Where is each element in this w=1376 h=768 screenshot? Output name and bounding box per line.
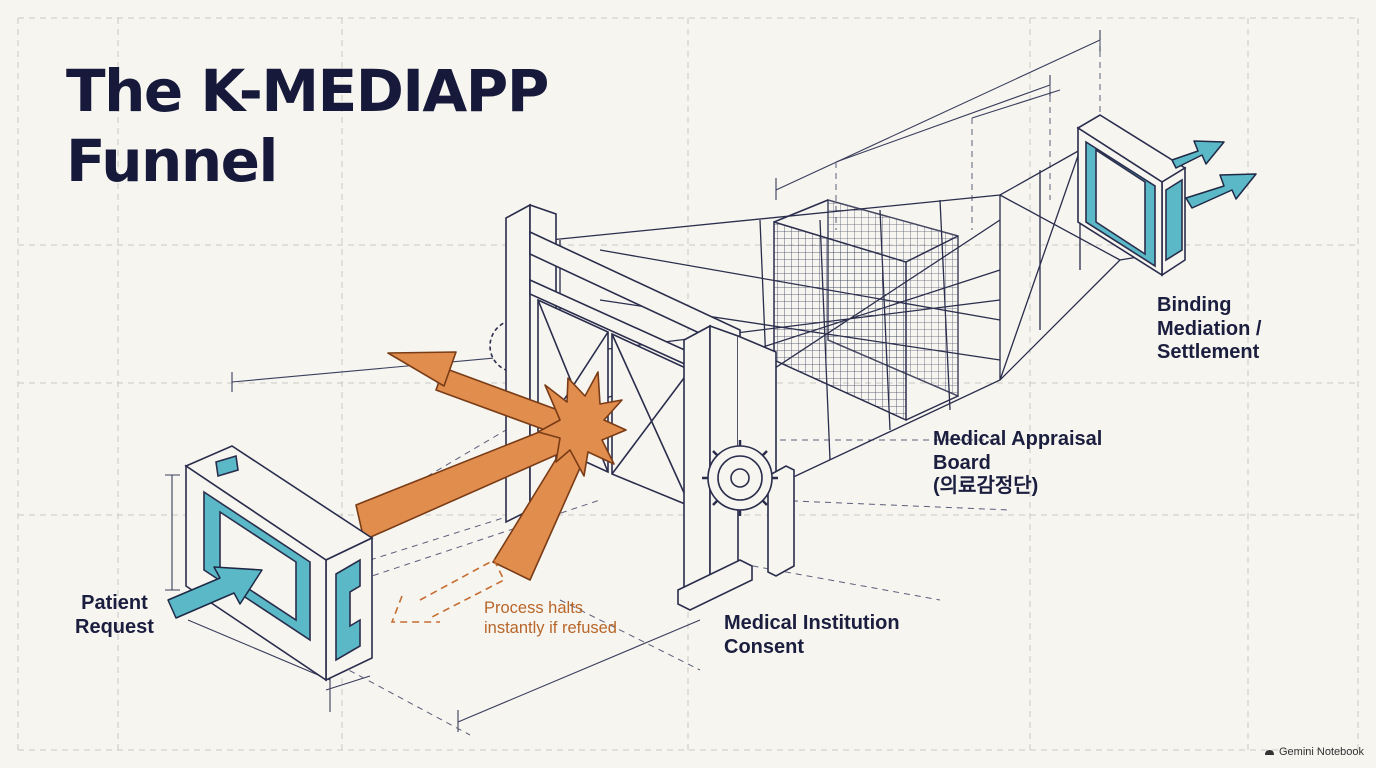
- label-line: Request: [75, 615, 154, 638]
- refusal-arrow: [390, 558, 506, 623]
- label-line: Process halts: [484, 599, 584, 617]
- label-binding-mediation: Binding Mediation / Settlement: [1157, 294, 1261, 365]
- mesh-filter: [773, 199, 959, 422]
- impact-burst: [537, 371, 627, 477]
- page-title: The K-MEDIAPP Funnel: [66, 56, 549, 196]
- label-refusal-note: Process halts instantly if refused: [484, 598, 617, 638]
- label-line: Medical Appraisal: [933, 428, 1103, 450]
- label-patient-request: Patient Request: [75, 592, 154, 639]
- watermark: Gemini Notebook: [1264, 746, 1364, 758]
- watermark-text: Gemini Notebook: [1279, 746, 1364, 758]
- label-line: Patient: [81, 592, 148, 614]
- construction-lines: [299, 40, 1101, 736]
- inlet-box: [184, 445, 374, 682]
- label-appraisal-board: Medical Appraisal Board (의료감정단): [933, 428, 1102, 499]
- label-line: Settlement: [1157, 341, 1260, 363]
- title-line-1: The K-MEDIAPP: [66, 57, 549, 125]
- title-line-2: Funnel: [66, 127, 278, 195]
- label-line: (의료감정단): [933, 475, 1039, 497]
- label-line: Binding: [1157, 294, 1232, 316]
- label-line: Consent: [724, 635, 804, 658]
- label-line: Board: [933, 451, 991, 474]
- outlet-arrows: [1171, 140, 1257, 209]
- label-institution-consent: Medical Institution Consent: [724, 612, 900, 659]
- label-line: instantly if refused: [484, 619, 617, 637]
- label-line: Medical Institution: [724, 612, 900, 634]
- outlet-box: [1076, 114, 1187, 277]
- label-line: Mediation /: [1157, 317, 1262, 340]
- inlet-arrow: [167, 566, 263, 619]
- cloud-icon: [1265, 750, 1274, 755]
